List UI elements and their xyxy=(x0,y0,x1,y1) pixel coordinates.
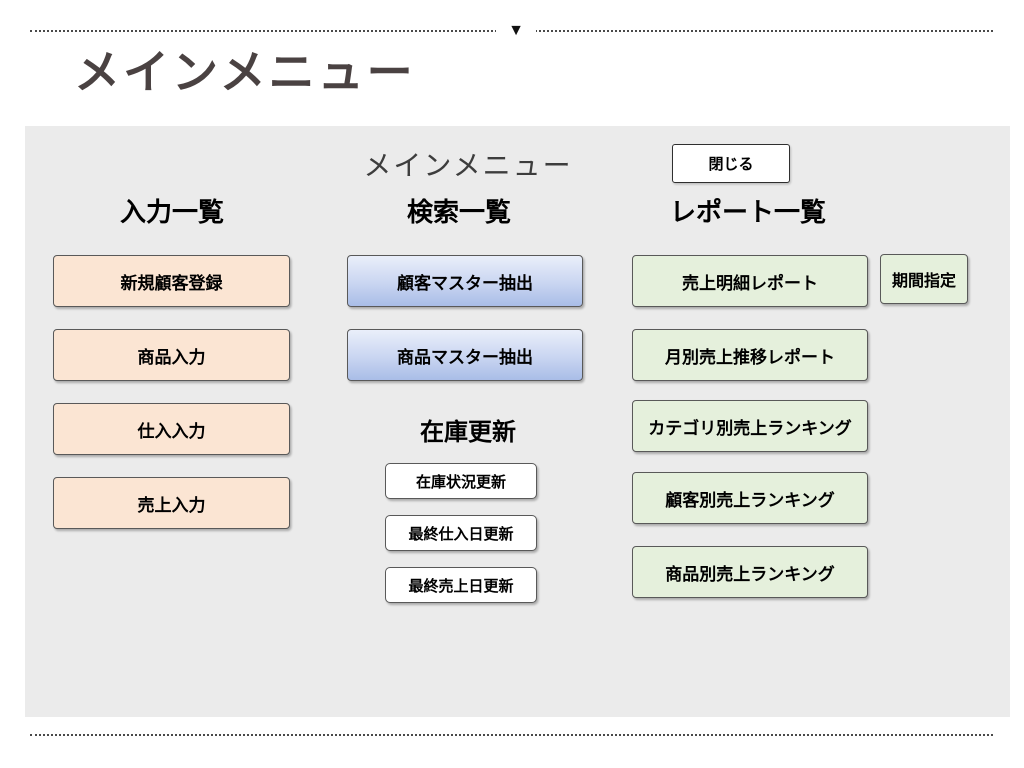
button-category-sales-ranking[interactable]: カテゴリ別売上ランキング xyxy=(632,400,868,452)
button-sales-detail-report[interactable]: 売上明細レポート xyxy=(632,255,868,307)
button-period-select[interactable]: 期間指定 xyxy=(880,254,968,304)
column-header-input-list: 入力一覧 xyxy=(119,197,224,227)
page-title: メインメニュー xyxy=(74,46,416,98)
stock-update-heading: 在庫更新 xyxy=(420,419,516,446)
button-new-customer-registration[interactable]: 新規顧客登録 xyxy=(53,255,290,307)
button-monthly-sales-trend-report[interactable]: 月別売上推移レポート xyxy=(632,329,868,381)
button-stock-status-update[interactable]: 在庫状況更新 xyxy=(385,463,537,499)
panel-heading: メインメニュー xyxy=(363,150,573,181)
bottom-dotted-divider xyxy=(30,734,993,736)
main-menu-panel: メインメニュー 閉じる 入力一覧 検索一覧 レポート一覧 新規顧客登録 商品入力… xyxy=(25,126,1010,717)
button-purchase-input[interactable]: 仕入入力 xyxy=(53,403,290,455)
button-product-input[interactable]: 商品入力 xyxy=(53,329,290,381)
button-last-purchase-date-update[interactable]: 最終仕入日更新 xyxy=(385,515,537,551)
button-customer-master-extract[interactable]: 顧客マスター抽出 xyxy=(347,255,583,307)
column-header-search-list: 検索一覧 xyxy=(406,197,511,227)
button-last-sales-date-update[interactable]: 最終売上日更新 xyxy=(385,567,537,603)
close-button[interactable]: 閉じる xyxy=(672,144,790,183)
button-customer-sales-ranking[interactable]: 顧客別売上ランキング xyxy=(632,472,868,524)
button-product-master-extract[interactable]: 商品マスター抽出 xyxy=(347,329,583,381)
column-header-report-list: レポート一覧 xyxy=(669,197,826,227)
button-product-sales-ranking[interactable]: 商品別売上ランキング xyxy=(632,546,868,598)
down-triangle-icon: ▼ xyxy=(508,22,524,39)
button-sales-input[interactable]: 売上入力 xyxy=(53,477,290,529)
slide-marker: ▼ xyxy=(496,20,536,43)
